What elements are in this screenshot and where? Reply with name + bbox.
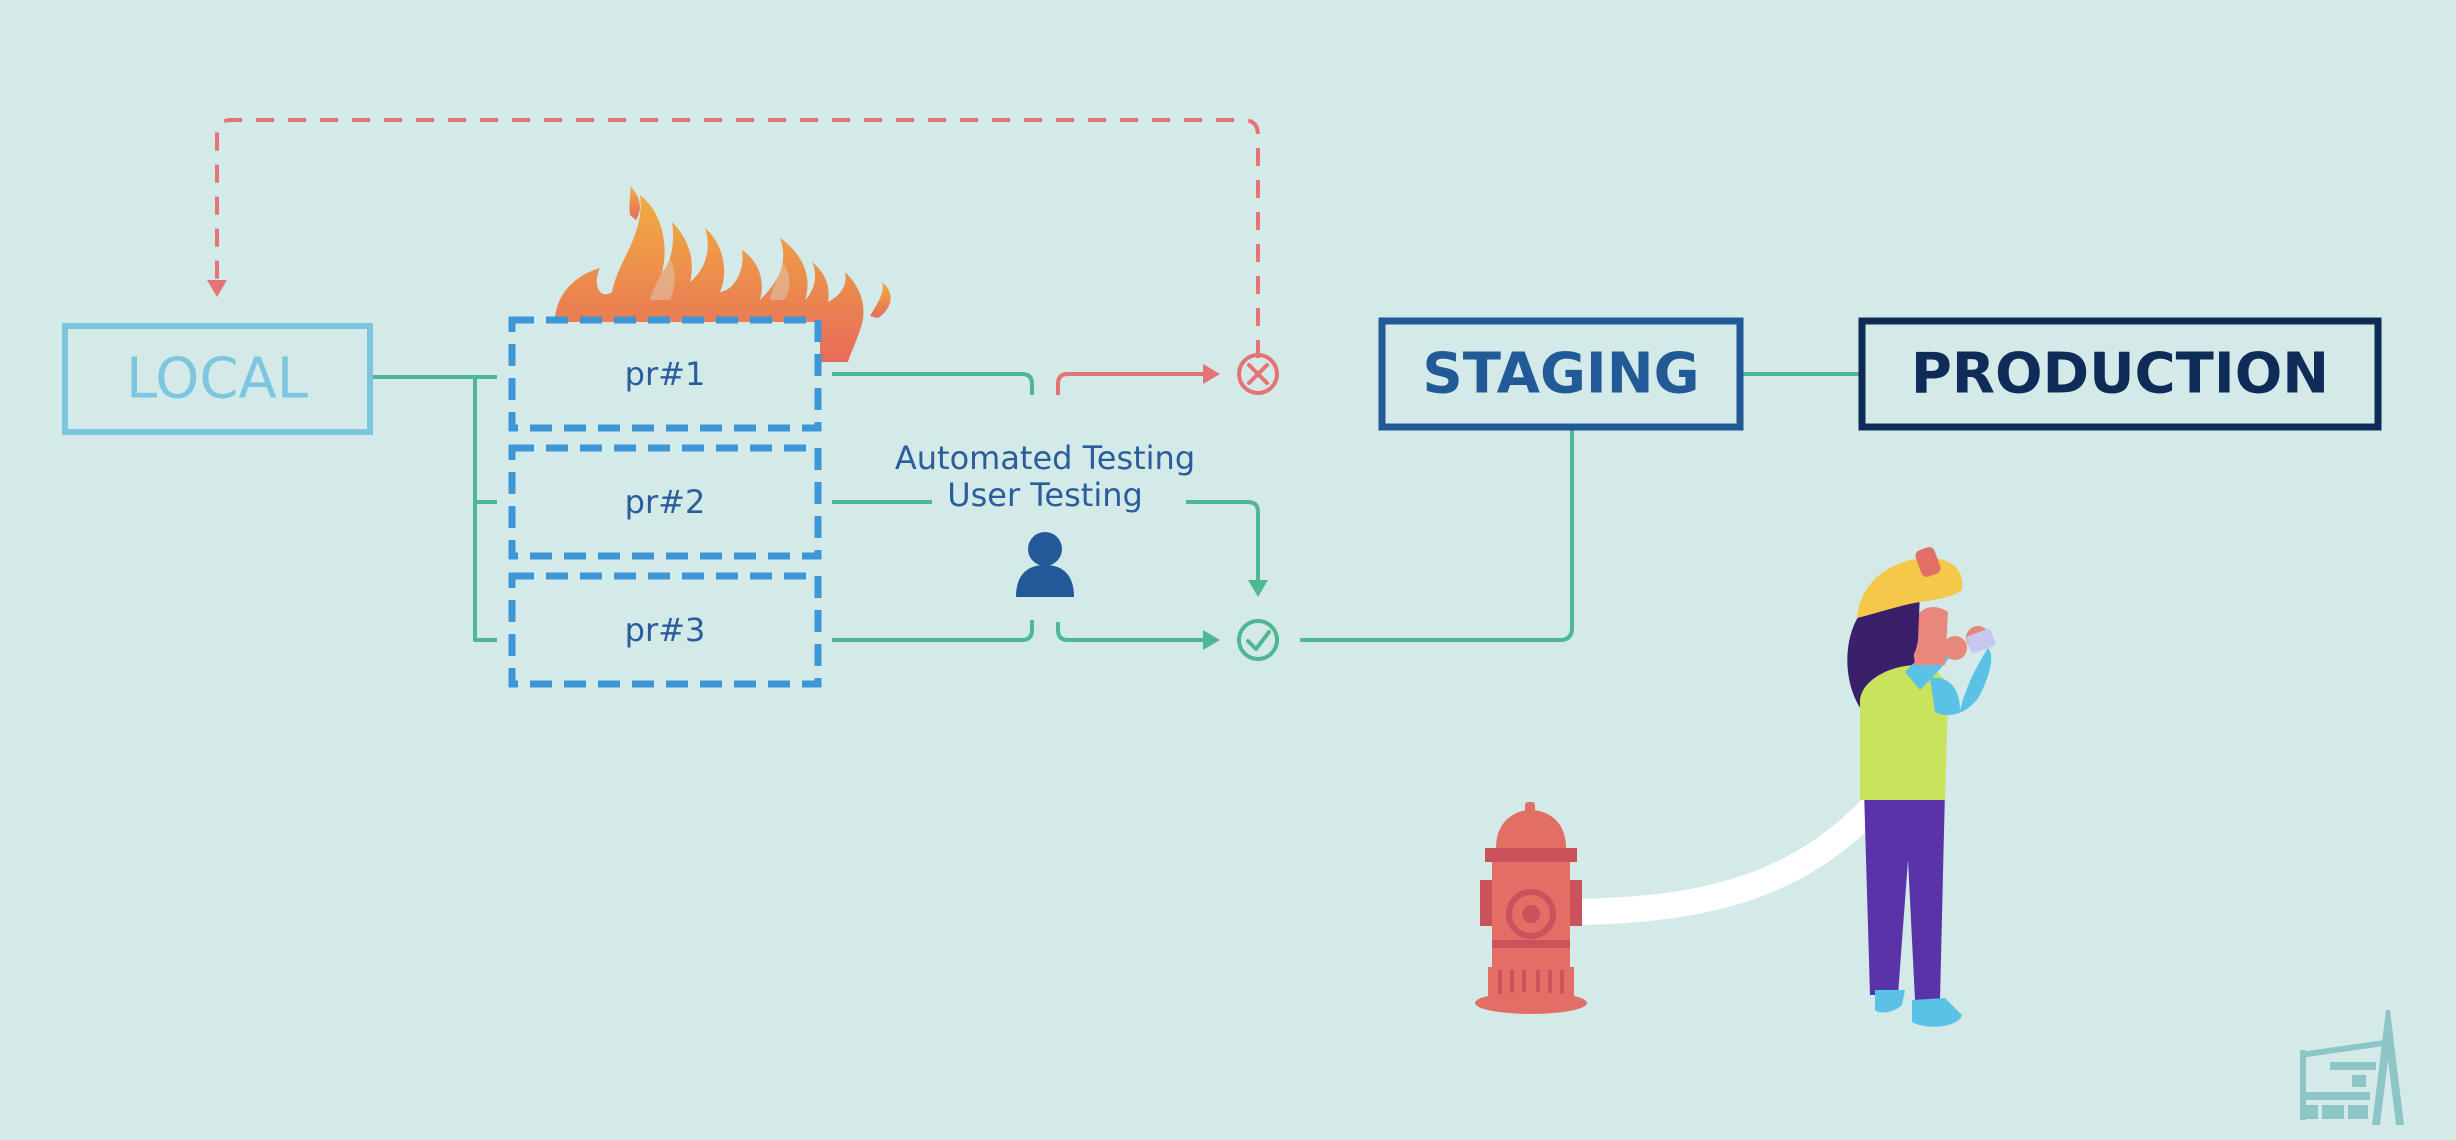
pr-box-1: pr#1	[508, 316, 822, 432]
to-pass-arrowhead	[1248, 580, 1268, 597]
pr3-pass-arrowhead	[1203, 630, 1220, 650]
pr-label: pr#2	[625, 483, 706, 521]
local-environment-box: LOCAL	[62, 323, 373, 435]
fail-arrowhead	[1203, 364, 1220, 384]
fire-icon	[555, 186, 891, 362]
staging-label: STAGING	[1422, 342, 1699, 407]
flow-connectors	[370, 372, 1860, 642]
x-circle-icon	[1237, 353, 1279, 395]
pr-label: pr#3	[625, 611, 706, 649]
user-icon	[1016, 532, 1074, 597]
check-circle-icon	[1237, 619, 1279, 661]
pr-box-3: pr#3	[508, 572, 822, 688]
rejection-feedback-loop	[215, 118, 1260, 358]
loop-arrowhead	[207, 280, 227, 297]
production-environment-box: PRODUCTION	[1858, 317, 2382, 431]
pr1-fail-connector	[1056, 372, 1205, 395]
pr-label: pr#1	[625, 355, 706, 393]
firefighter-illustration	[1847, 547, 1996, 1027]
construction-crane-logo-icon	[2300, 1010, 2404, 1125]
staging-environment-box: STAGING	[1378, 317, 1744, 431]
fire-hydrant-icon	[1475, 802, 1587, 1014]
local-label: LOCAL	[126, 347, 308, 412]
pr-box-2: pr#2	[508, 444, 822, 560]
production-label: PRODUCTION	[1911, 342, 2329, 407]
user-testing-label: User Testing	[947, 476, 1143, 514]
automated-testing-label: Automated Testing	[895, 439, 1195, 477]
